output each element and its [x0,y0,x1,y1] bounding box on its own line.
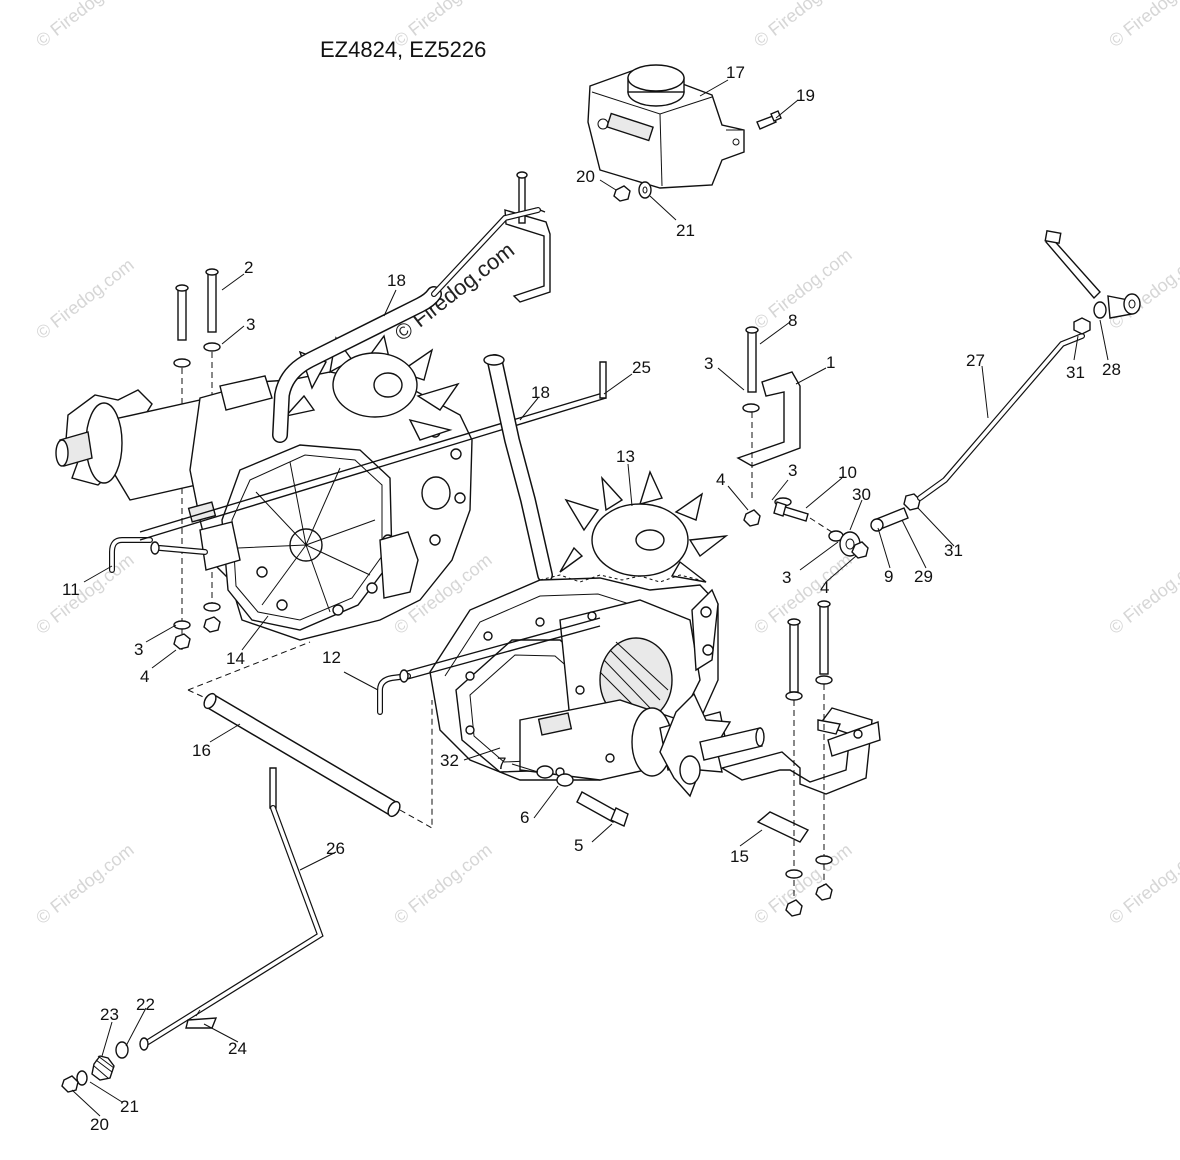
callout-32: 32 [440,751,459,770]
control-rod-27 [917,333,1085,501]
callout-19: 19 [796,86,815,105]
diagram-title: EZ4824, EZ5226 [320,37,486,62]
callout-3: 3 [782,568,791,587]
cooling-fan-left [284,334,460,441]
callout-11: 11 [62,580,80,599]
callout-23: 23 [100,1005,119,1024]
bracket-1 [736,326,801,527]
spring-23 [91,1041,129,1081]
callout-3: 3 [704,354,713,373]
bracket-15 [720,707,881,843]
transaxle-left [55,371,473,641]
callout-18: 18 [531,383,550,402]
callout-17: 17 [726,63,745,82]
callout-4: 4 [716,470,725,489]
callout-26: 26 [326,839,345,858]
callout-3: 3 [788,461,797,480]
callout-29: 29 [914,567,933,586]
hardware-30 [828,530,869,559]
control-rod-11 [150,541,208,555]
rod-end-28 [1044,230,1141,335]
watermark: © Firedog.com [750,0,856,51]
callout-24: 24 [228,1039,247,1058]
bypass-tube-left [272,207,541,443]
control-rod-12 [377,617,601,715]
callout-9: 9 [884,567,893,586]
callout-4: 4 [140,667,149,686]
bolts-15 [785,600,833,917]
callout-7: 7 [497,754,506,773]
nut-20-top [613,185,631,202]
callout-18: 18 [387,271,406,290]
callout-20: 20 [90,1115,109,1134]
bolt-5-assembly [536,765,629,827]
callout-10: 10 [838,463,857,482]
callout-5: 5 [574,836,583,855]
callout-21: 21 [120,1097,139,1116]
transaxle-right [429,577,765,798]
callout-3: 3 [134,640,143,659]
callout-12: 12 [322,648,341,667]
callout-31: 31 [944,541,963,560]
watermark: © Firedog.com [32,550,138,639]
callout-2: 2 [244,258,253,277]
watermark: © Firedog.com [1105,840,1180,929]
washer-21-top [638,181,652,199]
shaft-16 [203,692,401,818]
control-rod-25 [109,361,607,573]
oil-reservoir [587,64,745,189]
callout-3: 3 [246,315,255,334]
hardware-left [173,602,221,650]
callout-labels: 17 19 20 21 2 3 18 8 3 1 27 31 28 25 18 … [62,63,1121,1134]
callout-22: 22 [136,995,155,1014]
bolt-10 [773,501,839,537]
callout-1: 1 [826,353,835,372]
assembly-guide-lines [187,641,433,829]
callout-13: 13 [616,447,635,466]
callout-25: 25 [632,358,651,377]
watermark: © Firedog.com [32,255,138,344]
watermark: © Firedog.com [1105,0,1180,51]
bolt-19 [756,110,782,130]
watermark: © Firedog.com [390,840,496,929]
leader-lines [71,79,1109,1117]
callout-8: 8 [788,311,797,330]
center-watermark: © Firedog.com [390,237,519,346]
callout-4: 4 [820,578,829,597]
callout-28: 28 [1102,360,1121,379]
watermark: © Firedog.com [750,245,856,334]
fan-bracket-top [504,171,551,303]
callout-15: 15 [730,847,749,866]
callout-27: 27 [966,351,985,370]
callout-31: 31 [1066,363,1085,382]
bypass-tube-center [483,354,553,583]
hardware-bottom [61,1070,88,1093]
control-rod-26 [139,767,324,1051]
callout-16: 16 [192,741,211,760]
callout-21: 21 [676,221,695,240]
callout-20: 20 [576,167,595,186]
watermark: © Firedog.com [1105,245,1180,334]
watermark: © Firedog.com [32,0,138,51]
watermark: © Firedog.com [1105,550,1180,639]
cooling-fan-right [539,470,729,583]
watermark: © Firedog.com [750,550,856,639]
callout-14: 14 [226,649,245,668]
callout-30: 30 [852,485,871,504]
watermark: © Firedog.com [750,840,856,929]
callout-6: 6 [520,808,529,827]
ball-joint-29 [870,493,921,532]
watermark: © Firedog.com [32,840,138,929]
